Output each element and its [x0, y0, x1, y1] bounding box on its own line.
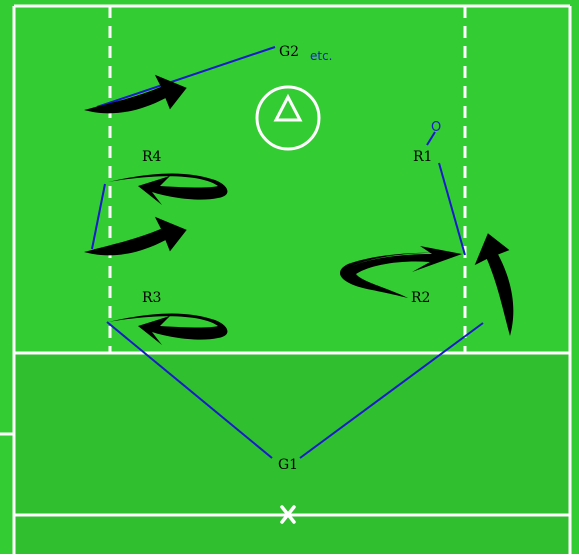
path-r1-to-o [426, 131, 436, 146]
triangle-in-circle-icon [255, 85, 321, 151]
label-r3: R3 [142, 290, 161, 306]
path-r4-to-g2 [96, 46, 276, 108]
label-r1: R1 [413, 149, 432, 165]
label-g1: G1 [278, 457, 298, 473]
curved-arrow-icon [108, 313, 228, 345]
path-g1-to-r3 [106, 321, 273, 459]
path-r3-to-r4 [91, 183, 106, 250]
curved-arrow-icon [108, 173, 228, 205]
path-r2-to-r1 [438, 162, 466, 256]
label-r2: R2 [411, 290, 430, 306]
label-etc: etc. [310, 49, 333, 63]
label-g2: G2 [279, 44, 299, 60]
label-o: O [431, 120, 441, 135]
label-r4: R4 [142, 149, 162, 165]
x-mark-icon [280, 505, 296, 524]
field-lower-area [14, 353, 570, 554]
path-g1-to-r2 [299, 322, 484, 459]
curved-arrow-icon [340, 246, 462, 298]
